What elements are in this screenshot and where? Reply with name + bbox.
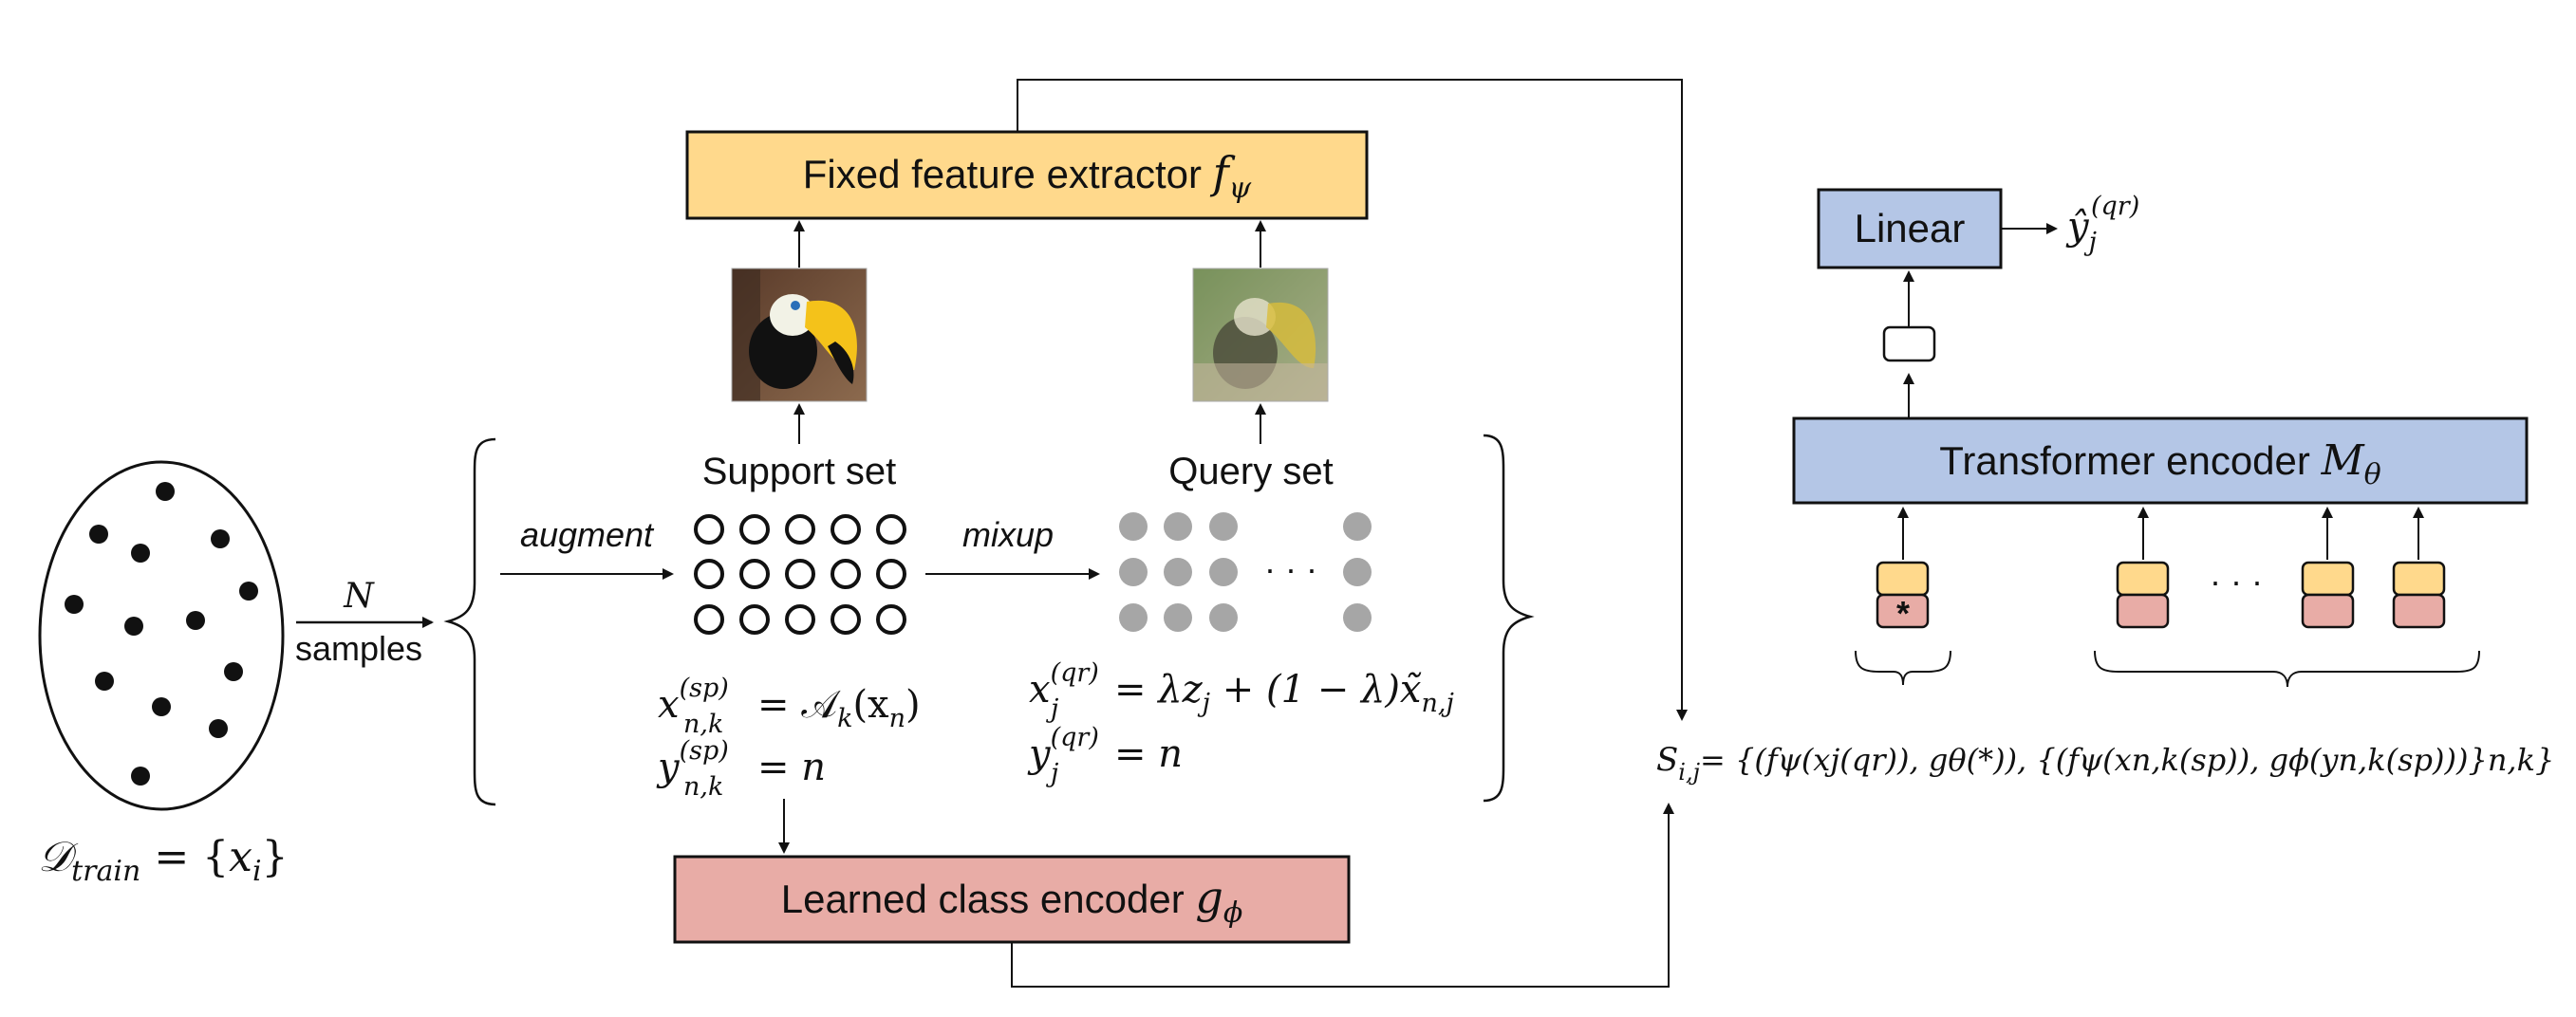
support-eq-x: x(sp)n,k= 𝒜k(xn) — [658, 674, 921, 739]
data-point — [209, 719, 228, 738]
left-brace — [443, 437, 496, 806]
data-point — [65, 595, 84, 614]
linear-box: Linear — [1817, 188, 2003, 269]
query-eq-y: y(qr)j= n — [1027, 723, 1183, 788]
right-brace — [1483, 434, 1535, 803]
support-eq-y: y(sp)n,k= n — [656, 736, 826, 802]
query-sample — [1343, 558, 1372, 586]
query-token-brace — [1855, 650, 1951, 686]
support-image — [731, 268, 868, 402]
class-encoder-label: Learned class encoder gϕ — [781, 872, 1243, 930]
augment-label: augment — [520, 515, 655, 554]
support-token — [2301, 561, 2355, 629]
linear-rect — [1817, 188, 2003, 269]
query-image — [1192, 268, 1329, 402]
data-point — [239, 582, 258, 601]
feature-extractor-box: Fixed feature extractor fψ — [685, 130, 1369, 220]
token-stacks: * · · · — [1876, 561, 2446, 633]
sampling-n-label: N — [343, 577, 375, 616]
data-point — [156, 482, 175, 501]
dataset-ellipse — [38, 460, 285, 811]
data-point — [152, 697, 171, 716]
query-sample — [1343, 603, 1372, 632]
support-sample — [694, 604, 724, 635]
data-point — [186, 611, 205, 630]
support-token-brace — [2094, 650, 2480, 688]
query-sample — [1209, 558, 1238, 586]
query-sample — [1164, 512, 1192, 541]
support-sample — [831, 514, 861, 545]
support-token — [2392, 561, 2446, 629]
prediction-label: ŷj(qr) — [2065, 192, 2139, 257]
class-encoder-feedback-line — [1011, 803, 1674, 988]
data-point — [131, 767, 150, 786]
query-sample — [1209, 603, 1238, 632]
query-ellipsis: · · · — [1264, 549, 1317, 588]
transformer-encoder-label: Transformer encoder Mθ — [1939, 436, 2380, 491]
query-sample — [1209, 512, 1238, 541]
data-point — [131, 544, 150, 563]
star-token-label: * — [1896, 594, 1910, 633]
dataset-label: 𝒟train = {xi} — [38, 833, 289, 888]
dataset-group: 𝒟train = {xi} — [38, 460, 289, 888]
support-sample — [739, 514, 770, 545]
sampling-samples-label: samples — [295, 629, 422, 668]
support-sample — [785, 559, 815, 589]
cls-token: * — [1876, 561, 1930, 633]
class-encoder-rect — [673, 855, 1351, 944]
support-sample — [785, 604, 815, 635]
feature-extractor-rect — [685, 130, 1369, 220]
query-set-grid — [1119, 512, 1372, 632]
support-sample — [694, 559, 724, 589]
set-formula: Si,j= {(fψ(xj(qr)), gθ(*)), {(fψ(xn,k(sp… — [1656, 741, 2554, 786]
data-point — [89, 525, 108, 544]
linear-label: Linear — [1855, 206, 1966, 250]
support-sample — [694, 514, 724, 545]
query-sample — [1119, 512, 1148, 541]
token-ellipsis: · · · — [2210, 562, 2263, 601]
dataset-points — [65, 482, 258, 786]
output-token — [1882, 325, 1936, 362]
support-sample — [831, 559, 861, 589]
support-token — [2116, 561, 2170, 629]
support-sample — [876, 514, 906, 545]
support-sample — [876, 604, 906, 635]
support-set-title: Support set — [702, 451, 897, 492]
data-point — [124, 617, 143, 636]
feature-extractor-label: Fixed feature extractor fψ — [803, 147, 1252, 205]
query-sample — [1119, 603, 1148, 632]
query-sample — [1119, 558, 1148, 586]
query-eq-x: x(qr)j= λzj + (1 − λ)x̃n,j — [1029, 658, 1454, 724]
extractor-feedback-line — [1017, 79, 1688, 721]
support-sample — [739, 559, 770, 589]
query-sample — [1164, 603, 1192, 632]
class-encoder-box: Learned class encoder gϕ — [673, 855, 1351, 944]
query-sample — [1164, 558, 1192, 586]
transformer-encoder-box: Transformer encoder Mθ — [1792, 416, 2529, 505]
mixup-label: mixup — [962, 515, 1054, 554]
support-sample — [739, 604, 770, 635]
data-point — [211, 529, 230, 548]
support-sample — [785, 514, 815, 545]
support-set-grid — [694, 514, 906, 635]
support-sample — [876, 559, 906, 589]
query-sample — [1343, 512, 1372, 541]
query-set-title: Query set — [1168, 451, 1333, 492]
support-sample — [831, 604, 861, 635]
data-point — [224, 662, 243, 681]
transformer-encoder-rect — [1792, 416, 2529, 505]
data-point — [95, 672, 114, 691]
